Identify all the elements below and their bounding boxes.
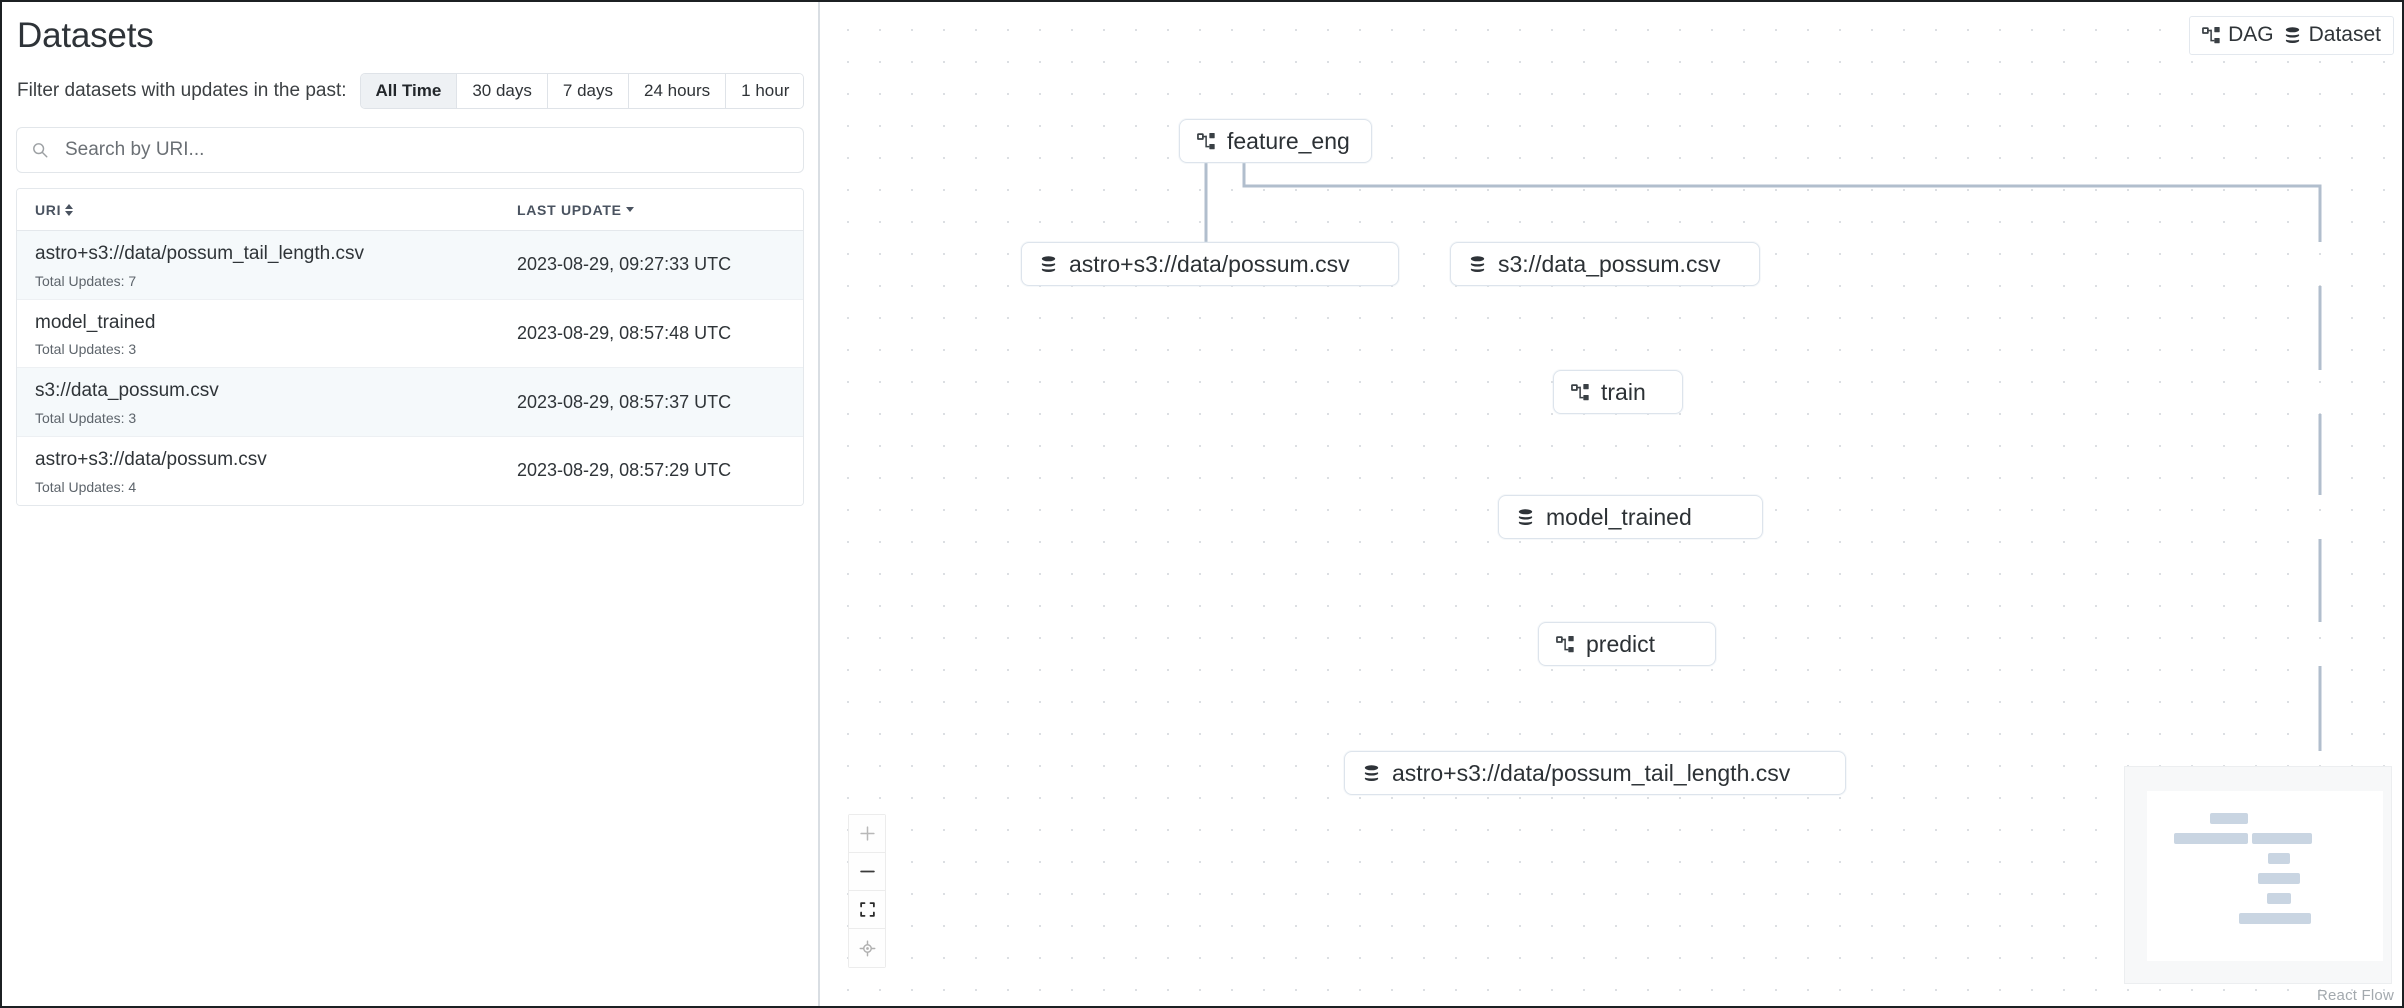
graph-node-dataset-tail-length[interactable]: astro+s3://data/possum_tail_length.csv xyxy=(1344,751,1846,795)
minus-icon xyxy=(859,870,875,873)
dataset-icon xyxy=(2285,26,2300,43)
filter-1-hour[interactable]: 1 hour xyxy=(726,74,803,108)
graph-node-dataset-data-possum-csv[interactable]: s3://data_possum.csv xyxy=(1450,242,1760,286)
dataset-total-updates: Total Updates: 4 xyxy=(35,478,137,495)
search-input[interactable] xyxy=(65,139,789,161)
search-bar[interactable] xyxy=(16,127,804,173)
dataset-uri: model_trained xyxy=(35,311,156,333)
time-filter-group: All Time 30 days 7 days 24 hours 1 hour xyxy=(359,73,804,109)
graph-controls xyxy=(848,814,886,968)
filter-row: Filter datasets with updates in the past… xyxy=(16,73,804,109)
search-icon xyxy=(33,143,48,158)
dataset-icon xyxy=(1364,764,1379,781)
edge-feature-eng-to-data-possum xyxy=(1242,163,2322,242)
table-cell-uri: s3://data_possum.csv Total Updates: 3 xyxy=(17,368,517,436)
sort-both-icon[interactable] xyxy=(65,203,74,217)
filter-all-time[interactable]: All Time xyxy=(360,74,458,108)
dag-icon xyxy=(1197,132,1215,149)
dag-icon xyxy=(2202,26,2220,43)
lock-interactivity-button[interactable] xyxy=(849,929,885,967)
dataset-total-updates: Total Updates: 3 xyxy=(35,341,137,358)
fit-screen-icon xyxy=(859,902,875,917)
graph-node-label: s3://data_possum.csv xyxy=(1498,250,1721,277)
dag-icon xyxy=(1571,383,1589,400)
table-cell-last-update: 2023-08-29, 08:57:29 UTC xyxy=(517,460,732,481)
filter-label: Filter datasets with updates in the past… xyxy=(17,80,347,101)
filter-30-days[interactable]: 30 days xyxy=(457,74,548,108)
zoom-in-button[interactable] xyxy=(849,815,885,853)
filter-24-hours[interactable]: 24 hours xyxy=(628,74,727,108)
minimap-node xyxy=(2174,833,2248,844)
filter-7-days[interactable]: 7 days xyxy=(547,74,629,108)
zoom-out-button[interactable] xyxy=(849,853,885,891)
legend-item-dataset: Dataset xyxy=(2283,23,2381,47)
dataset-icon xyxy=(1041,255,1056,272)
table-row[interactable]: model_trained Total Updates: 3 2023-08-2… xyxy=(17,299,803,369)
minimap-node xyxy=(2239,913,2311,924)
datasets-table: URI LAST UPDATE astro+s3://data/possum_t… xyxy=(16,188,804,506)
legend-item-dag: DAG xyxy=(2202,23,2274,47)
minimap-node xyxy=(2268,853,2290,864)
table-cell-uri: model_trained Total Updates: 3 xyxy=(17,300,517,368)
graph-minimap[interactable] xyxy=(2124,766,2392,984)
dataset-uri: astro+s3://data/possum_tail_length.csv xyxy=(35,243,364,264)
legend-label-dataset: Dataset xyxy=(2308,23,2381,46)
graph-legend: DAG Dataset xyxy=(2189,16,2394,55)
graph-node-dag-predict[interactable]: predict xyxy=(1538,622,1716,666)
minimap-node xyxy=(2252,833,2312,844)
minimap-viewport[interactable] xyxy=(2147,791,2383,961)
graph-node-label: feature_eng xyxy=(1227,127,1350,154)
table-cell-last-update: 2023-08-29, 08:57:48 UTC xyxy=(517,322,732,343)
table-header-row: URI LAST UPDATE xyxy=(17,189,803,231)
table-row[interactable]: s3://data_possum.csv Total Updates: 3 20… xyxy=(17,368,803,437)
table-row[interactable]: astro+s3://data/possum_tail_length.csv T… xyxy=(17,231,803,300)
minimap-node xyxy=(2258,873,2300,884)
plus-icon xyxy=(859,826,875,841)
column-header-uri-label: URI xyxy=(35,201,62,218)
dag-icon xyxy=(1556,635,1574,652)
graph-node-label: train xyxy=(1601,378,1646,405)
dataset-uri: astro+s3://data/possum.csv xyxy=(35,448,267,470)
minimap-node xyxy=(2267,893,2291,904)
graph-node-dag-feature-eng[interactable]: feature_eng xyxy=(1179,119,1372,163)
column-header-last-update-label: LAST UPDATE xyxy=(517,201,622,218)
datasets-list-panel: Datasets Filter datasets with updates in… xyxy=(2,2,820,1006)
minimap-node xyxy=(2210,813,2248,824)
table-cell-last-update: 2023-08-29, 09:27:33 UTC xyxy=(517,254,732,275)
graph-node-label: astro+s3://data/possum.csv xyxy=(1069,250,1350,277)
graph-node-dataset-possum-csv[interactable]: astro+s3://data/possum.csv xyxy=(1021,242,1399,286)
sort-descending-icon[interactable] xyxy=(625,203,635,217)
graph-node-dag-train[interactable]: train xyxy=(1553,370,1683,414)
graph-node-dataset-model-trained[interactable]: model_trained xyxy=(1498,495,1763,539)
dataset-dependency-graph[interactable]: DAG Dataset xyxy=(820,2,2402,1006)
react-flow-attribution[interactable]: React Flow xyxy=(2316,987,2394,1004)
dataset-icon xyxy=(1518,508,1533,525)
dataset-uri: s3://data_possum.csv xyxy=(35,380,219,402)
crosshair-icon xyxy=(859,940,875,956)
column-header-uri[interactable]: URI xyxy=(17,202,517,218)
table-cell-uri: astro+s3://data/possum.csv Total Updates… xyxy=(17,437,517,505)
table-cell-uri: astro+s3://data/possum_tail_length.csv T… xyxy=(17,231,517,299)
graph-node-label: model_trained xyxy=(1546,503,1692,530)
legend-label-dag: DAG xyxy=(2228,23,2274,46)
dataset-total-updates: Total Updates: 3 xyxy=(35,409,137,426)
graph-node-label: predict xyxy=(1586,630,1656,657)
fit-view-button[interactable] xyxy=(849,891,885,929)
table-row[interactable]: astro+s3://data/possum.csv Total Updates… xyxy=(17,436,803,505)
dataset-total-updates: Total Updates: 7 xyxy=(35,272,137,289)
page-title: Datasets xyxy=(17,16,154,55)
table-cell-last-update: 2023-08-29, 08:57:37 UTC xyxy=(517,391,732,412)
dataset-icon xyxy=(1470,255,1485,272)
column-header-last-update[interactable]: LAST UPDATE xyxy=(517,202,803,218)
graph-node-label: astro+s3://data/possum_tail_length.csv xyxy=(1392,759,1791,786)
